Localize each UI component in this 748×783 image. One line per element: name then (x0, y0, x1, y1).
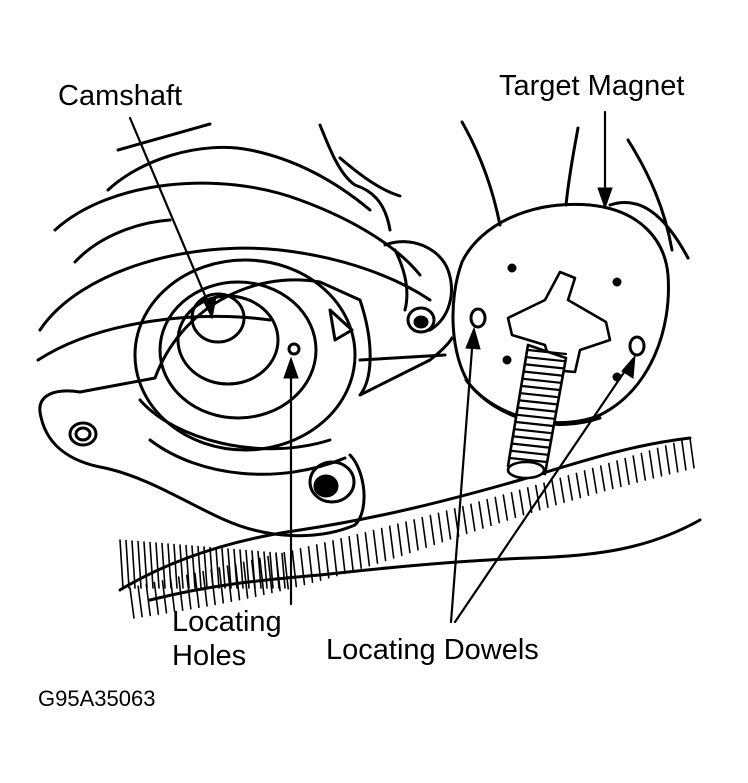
label-locating-holes-line2: Holes (172, 640, 247, 672)
corrugated-hose (118, 436, 702, 619)
label-locating-dowels: Locating Dowels (326, 634, 539, 666)
figure-code: G95A35063 (38, 686, 156, 711)
leader-lines (128, 110, 636, 624)
label-locating-holes-line1: Locating (172, 606, 282, 638)
camshaft-bore (133, 258, 357, 476)
target-bolt (506, 270, 612, 480)
engine-housing (36, 120, 690, 362)
label-target-magnet: Target Magnet (499, 70, 685, 102)
label-camshaft: Camshaft (58, 80, 183, 112)
bracket-lug (383, 240, 453, 332)
